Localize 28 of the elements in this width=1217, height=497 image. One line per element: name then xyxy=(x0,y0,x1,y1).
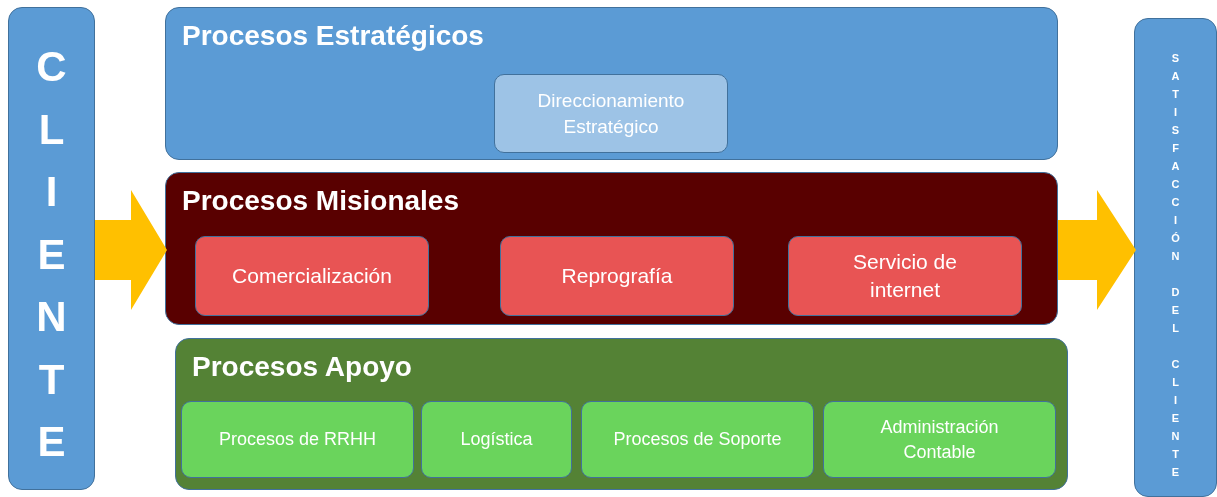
process-box xyxy=(581,401,814,478)
client-column xyxy=(8,7,95,490)
box-label: Servicio de internet xyxy=(852,248,958,303)
process-box xyxy=(788,236,1022,316)
process-band xyxy=(165,172,1058,325)
box-label: Procesos de Soporte xyxy=(612,428,783,452)
band-title: Procesos Apoyo xyxy=(192,351,412,383)
process-band xyxy=(175,338,1068,490)
process-box xyxy=(181,401,414,478)
box-label: Reprografía xyxy=(560,262,674,289)
block-arrow xyxy=(95,190,167,310)
satisfaction-column xyxy=(1134,18,1217,497)
process-box xyxy=(421,401,572,478)
band-title: Procesos Misionales xyxy=(182,185,459,217)
process-box xyxy=(494,74,728,153)
process-box xyxy=(823,401,1056,478)
process-band xyxy=(165,7,1058,160)
process-box xyxy=(195,236,429,316)
band-title: Procesos Estratégicos xyxy=(182,20,484,52)
box-label: Administración Contable xyxy=(879,416,1000,464)
box-label: Logística xyxy=(459,428,534,452)
process-box xyxy=(500,236,734,316)
column-label: SATISFACCIÓN DEL CLIENTE xyxy=(1170,51,1181,480)
box-label: Procesos de RRHH xyxy=(217,428,378,452)
box-label: Comercialización xyxy=(231,262,393,289)
column-label: CLIENTE xyxy=(35,42,68,467)
box-label: Direccionamiento Estratégico xyxy=(536,88,686,139)
block-arrow xyxy=(1058,190,1136,310)
